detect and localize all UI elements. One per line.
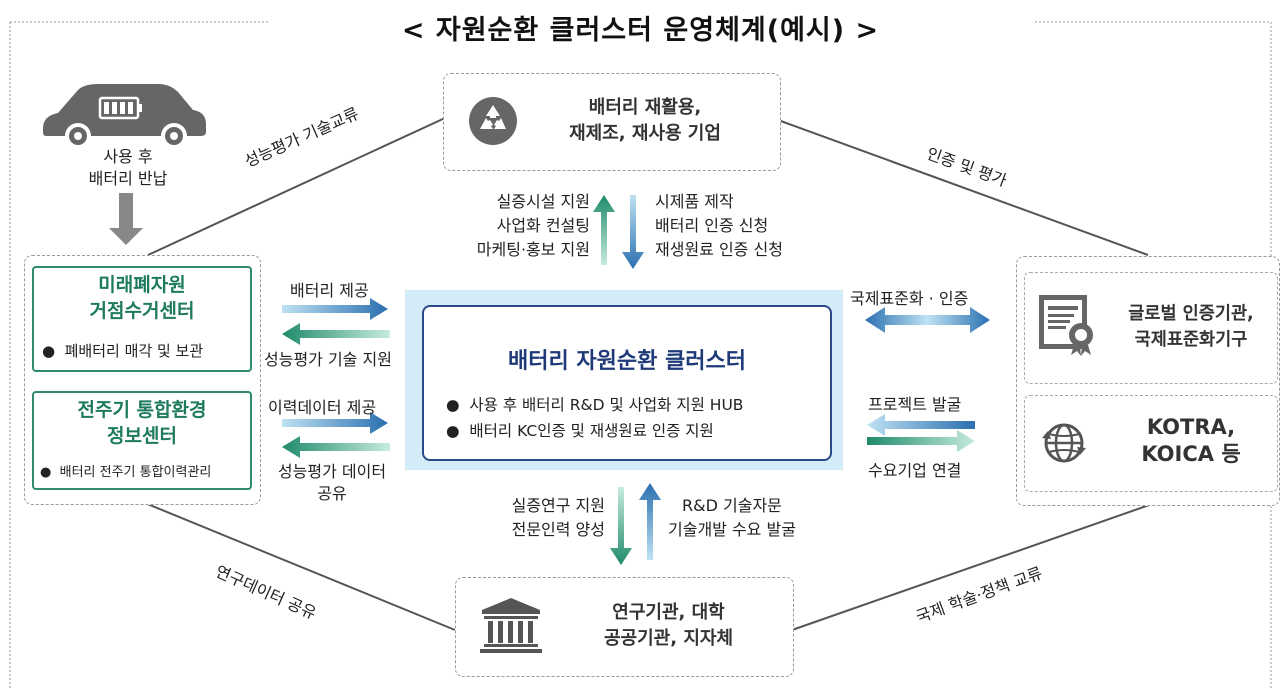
flow-label-intl-standard: 국제표준화 · 인증 [850, 289, 969, 308]
center-bullet-1: ● 사용 후 배터리 R&D 및 사업화 지원 HUB [446, 396, 744, 414]
arrow-down-bottom [610, 487, 632, 565]
flow-label-performance-data: 성능평가 데이터 공유 [262, 461, 402, 505]
recycling-companies-box: 배터리 재활용, 재제조, 재사용 기업 [443, 73, 781, 171]
top-down-label-1: 시제품 제작 [655, 192, 734, 211]
bottom-box-line2: 공공기관, 지자체 [603, 628, 734, 649]
left-box2-bullet: ● 배터리 전주기 통합이력관리 [40, 465, 212, 480]
flow-label-history-data: 이력데이터 제공 [268, 398, 377, 417]
certificate-icon [1037, 293, 1099, 361]
arrow-center-to-left-1 [282, 323, 390, 345]
left-box-collection-center: 미래폐자원 거점수거센터 ● 폐배터리 매각 및 보관 [32, 266, 252, 372]
top-down-label-3: 재생원료 인증 신청 [655, 240, 783, 259]
edge-top-left [147, 117, 446, 256]
arrow-right-2a [867, 414, 975, 436]
edge-bottom-right [791, 502, 1156, 631]
arrow-left-to-center-2 [282, 412, 388, 434]
top-up-label-3: 마케팅·홍보 지원 [476, 240, 590, 259]
diagram-title: < 자원순환 클러스터 운영체계(예시) > [401, 15, 880, 46]
ev-caption-line2: 배터리 반납 [88, 169, 168, 188]
center-bullet-2: ● 배터리 KC인증 및 재생원료 인증 지원 [446, 422, 714, 440]
right-box2-line2: KOICA 등 [1141, 442, 1241, 466]
flow-label-performance-data-2: 공유 [317, 484, 347, 503]
arrow-left-to-center-1 [282, 298, 388, 320]
arrow-center-to-left-2 [282, 436, 390, 458]
flow-label-demand-matching: 수요기업 연결 [868, 461, 962, 480]
top-up-labels: 실증시설 지원 사업화 컨설팅 마케팅·홍보 지원 [440, 190, 590, 262]
edge-top-right [777, 119, 1149, 256]
top-up-label-1: 실증시설 지원 [496, 192, 590, 211]
center-bullet-2-text: 배터리 KC인증 및 재생원료 인증 지원 [469, 422, 714, 440]
center-cluster-box: 배터리 자원순환 클러스터 ● 사용 후 배터리 R&D 및 사업화 지원 HU… [422, 305, 832, 461]
bottom-down-label-2: 전문인력 양성 [511, 520, 605, 539]
bottom-up-label-1: R&D 기술자문 [682, 496, 782, 515]
left-box2-title-1: 전주기 통합환경 [77, 399, 207, 421]
left-box2-bullet-text: 배터리 전주기 통합이력관리 [59, 465, 212, 480]
top-down-label-2: 배터리 인증 신청 [655, 216, 769, 235]
edge-bottom-left [144, 502, 456, 631]
bottom-up-label-2: 기술개발 수요 발굴 [668, 520, 796, 539]
right-box2-line1: KOTRA, [1146, 415, 1236, 439]
center-bullet-1-text: 사용 후 배터리 R&D 및 사업화 지원 HUB [469, 396, 744, 414]
left-box-info-center: 전주기 통합환경 정보센터 ● 배터리 전주기 통합이력관리 [32, 391, 252, 490]
center-title: 배터리 자원순환 클러스터 [508, 349, 746, 374]
top-box-line1: 배터리 재활용, [588, 97, 702, 118]
arrow-up-top [593, 195, 615, 265]
ev-caption-line1: 사용 후 [103, 147, 153, 166]
left-box1-bullet-text: 폐배터리 매각 및 보관 [64, 342, 204, 360]
left-box1-title-1: 미래폐자원 [98, 274, 186, 296]
bottom-down-labels: 실증연구 지원 전문인력 양성 [450, 494, 605, 542]
arrow-up-bottom [639, 483, 661, 560]
bottom-box-line1: 연구기관, 대학 [612, 602, 725, 623]
right-box-certification: 글로벌 인증기관, 국제표준화기구 [1024, 272, 1278, 384]
flow-label-performance-support: 성능평가 기술 지원 [264, 350, 392, 369]
top-down-labels: 시제품 제작 배터리 인증 신청 재생원료 인증 신청 [655, 190, 783, 262]
top-up-label-2: 사업화 컨설팅 [496, 216, 590, 235]
institution-building-icon [478, 596, 544, 658]
ev-caption: 사용 후 배터리 반납 [68, 146, 188, 190]
flow-label-battery-supply: 배터리 제공 [290, 281, 369, 300]
globe-icon [1039, 418, 1089, 472]
bottom-up-labels: R&D 기술자문 기술개발 수요 발굴 [668, 494, 796, 542]
right-box1-line2: 국제표준화기구 [1134, 330, 1248, 350]
flow-label-project-discovery: 프로젝트 발굴 [868, 395, 962, 414]
arrow-right-1 [865, 307, 990, 333]
right-box-kotra: KOTRA, KOICA 등 [1024, 395, 1278, 492]
return-arrow [109, 193, 143, 245]
left-box1-bullet: ● 폐배터리 매각 및 보관 [42, 342, 204, 360]
electric-car-icon [38, 80, 208, 154]
left-box2-title-2: 정보센터 [107, 425, 177, 447]
arrow-right-2b [867, 430, 975, 452]
top-box-line2: 재제조, 재사용 기업 [569, 123, 721, 144]
arrow-down-top [622, 195, 644, 269]
flow-label-performance-data-1: 성능평가 데이터 [277, 462, 387, 481]
right-box1-line1: 글로벌 인증기관, [1128, 304, 1254, 324]
left-box1-title-2: 거점수거센터 [89, 300, 195, 322]
bottom-down-label-1: 실증연구 지원 [511, 496, 605, 515]
research-institutions-box: 연구기관, 대학 공공기관, 지자체 [455, 577, 794, 677]
recycle-icon [468, 96, 518, 150]
